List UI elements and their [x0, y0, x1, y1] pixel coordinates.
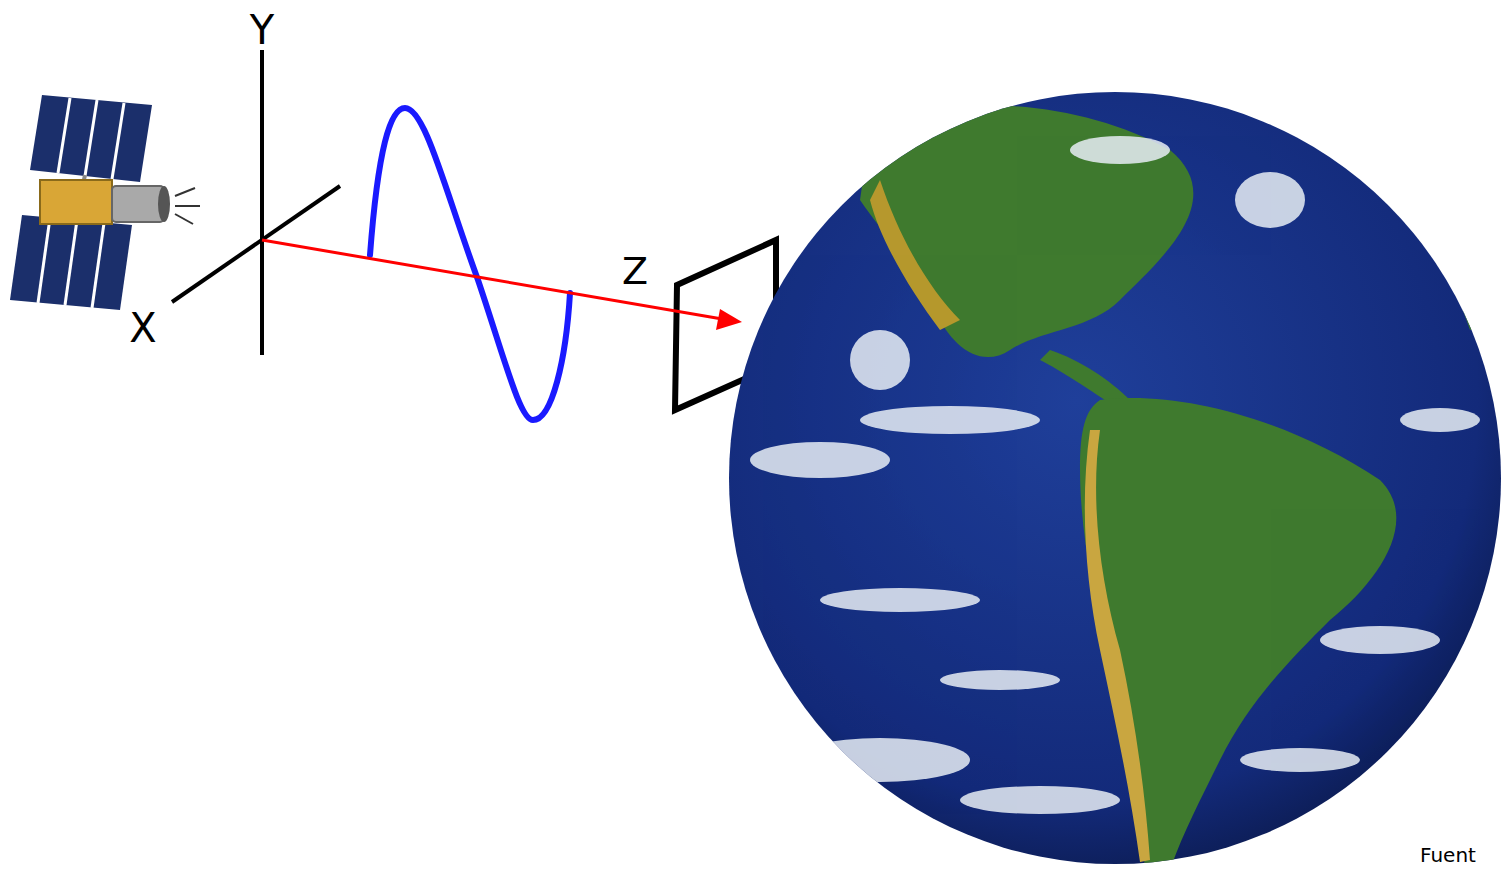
axis-label: Fuent: [1420, 845, 1476, 865]
earth: [729, 92, 1501, 870]
axes: [172, 50, 340, 355]
axis-label: Y: [250, 10, 274, 50]
propagation-arrow: [262, 240, 742, 330]
axis-label: Z: [622, 252, 648, 290]
axis-label: X: [129, 308, 156, 348]
satellite: [10, 95, 200, 310]
